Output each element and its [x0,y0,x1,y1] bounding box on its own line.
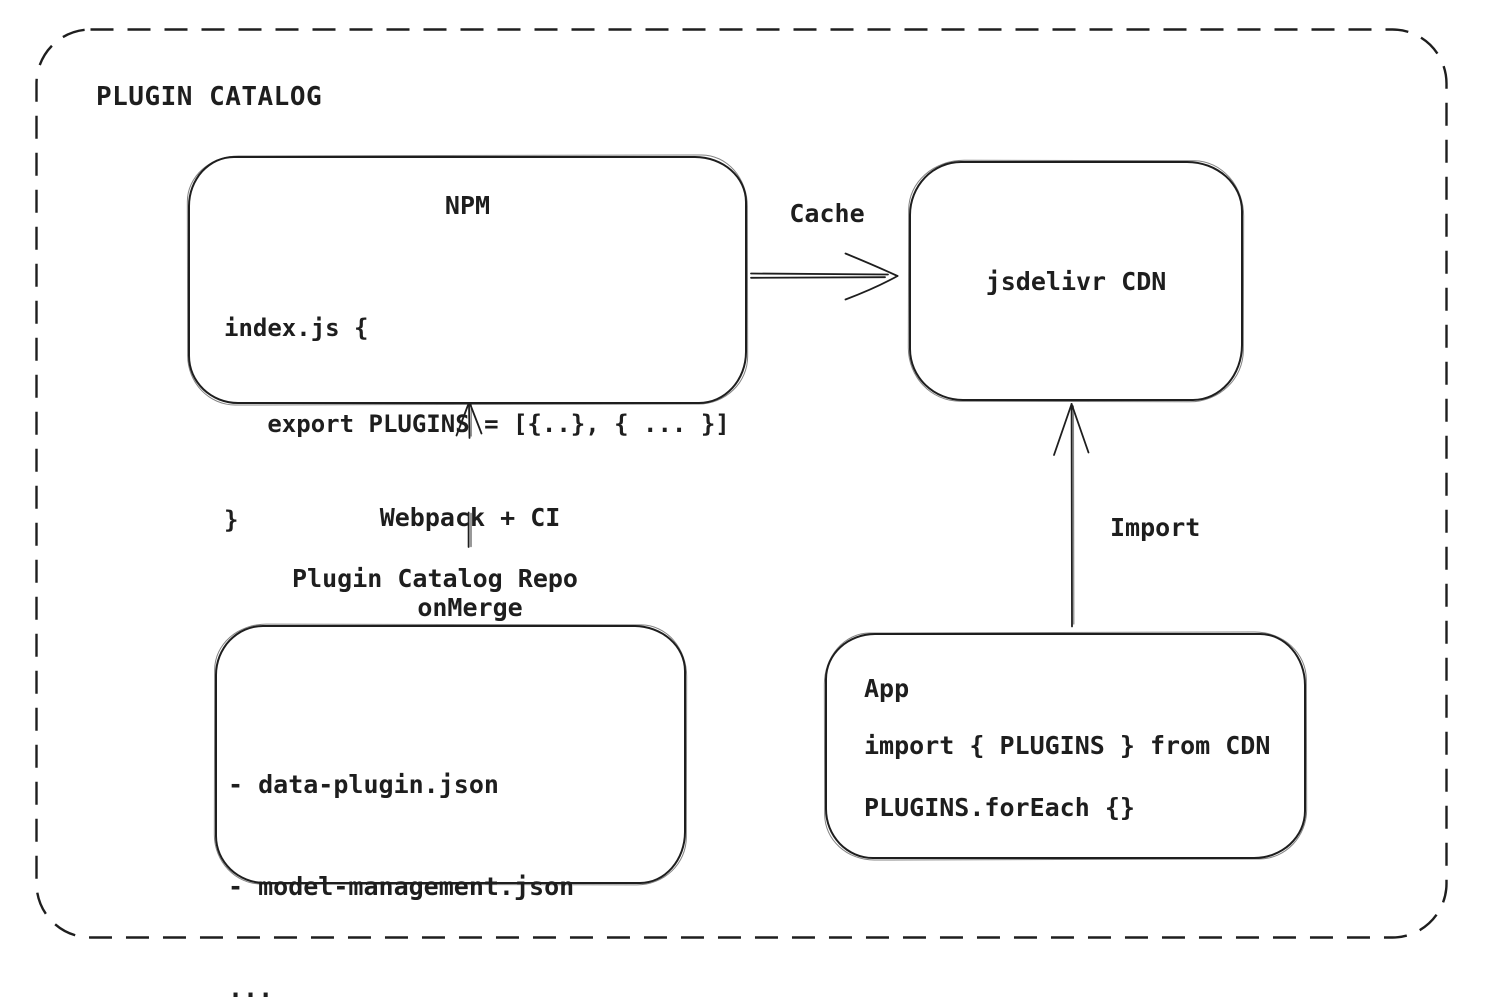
repo-file-item: - model-management.json [228,872,575,901]
npm-node: NPM index.js { export PLUGINS = [{..}, {… [188,156,747,534]
import-arrow [1053,403,1090,628]
app-node-title: App [864,674,910,703]
cdn-node: jsdelivr CDN [909,161,1243,401]
npm-node-title: NPM [444,191,491,220]
import-arrow-label: Import [1110,513,1201,542]
repo-node: - data-plugin.json - model-management.js… [215,625,686,1002]
build-arrow-label-line: onMerge [417,593,523,622]
cache-arrow-label: Cache [789,199,865,228]
app-code-line: import { PLUGINS } from CDN [864,731,1271,760]
npm-code-line: export PLUGINS = [{..}, { ... }] [224,410,730,438]
npm-code-line: index.js { [224,314,369,342]
repo-node-label: Plugin Catalog Repo [292,564,578,593]
repo-file-item: - data-plugin.json [228,770,499,799]
app-code-line: PLUGINS.forEach {} [864,793,1135,822]
npm-code-line: } [224,506,239,534]
cdn-node-label: jsdelivr CDN [985,266,1167,296]
repo-file-list: - data-plugin.json - model-management.js… [228,700,574,1002]
app-node: App import { PLUGINS } from CDN PLUGINS.… [825,633,1306,859]
npm-code-block: index.js { export PLUGINS = [{..}, { ...… [224,248,730,600]
build-arrow-label: Webpack + CI onMerge [345,443,595,683]
cache-arrow [750,252,899,301]
diagram-title: PLUGIN CATALOG [96,82,323,112]
repo-file-item: ... [228,974,274,1002]
build-arrow-label-line: Webpack + CI [379,503,561,532]
